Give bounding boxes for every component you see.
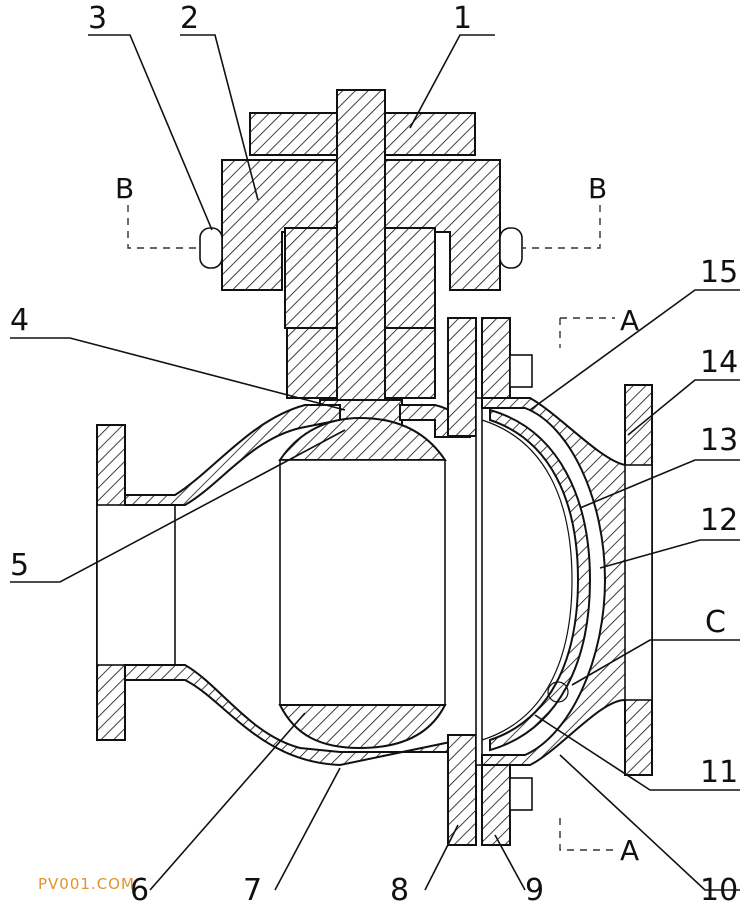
section-lines	[127, 205, 615, 851]
callout-2: 2	[180, 1, 199, 36]
section-letters: B B A A	[115, 172, 639, 867]
section-b-right: B	[588, 172, 607, 205]
section-a-top: A	[620, 304, 639, 337]
watermark: PV001.COM	[38, 875, 135, 893]
leader-lines	[10, 34, 740, 891]
callout-11: 11	[700, 755, 738, 790]
callout-10: 10	[700, 873, 738, 908]
callout-C: C	[705, 605, 726, 640]
callout-labels: 1 2 3 4 5 6 7 8 9 10 11 12 13 14 15 C	[10, 1, 738, 908]
callout-4: 4	[10, 303, 29, 338]
ball	[278, 416, 447, 750]
center-flange-plates	[447, 317, 511, 846]
callout-1: 1	[453, 1, 472, 36]
callout-14: 14	[700, 345, 738, 380]
callout-13: 13	[700, 423, 738, 458]
callout-3: 3	[88, 1, 107, 36]
bolts	[509, 354, 533, 811]
section-a-bottom: A	[620, 834, 639, 867]
right-end-cap	[481, 384, 653, 776]
callout-12: 12	[700, 503, 738, 538]
callout-6: 6	[130, 873, 149, 908]
left-flange	[96, 424, 176, 741]
callout-15: 15	[700, 255, 738, 290]
callout-7: 7	[243, 873, 262, 908]
callout-9: 9	[525, 873, 544, 908]
callout-8: 8	[390, 873, 409, 908]
callout-5: 5	[10, 548, 29, 583]
section-b-left: B	[115, 172, 134, 205]
